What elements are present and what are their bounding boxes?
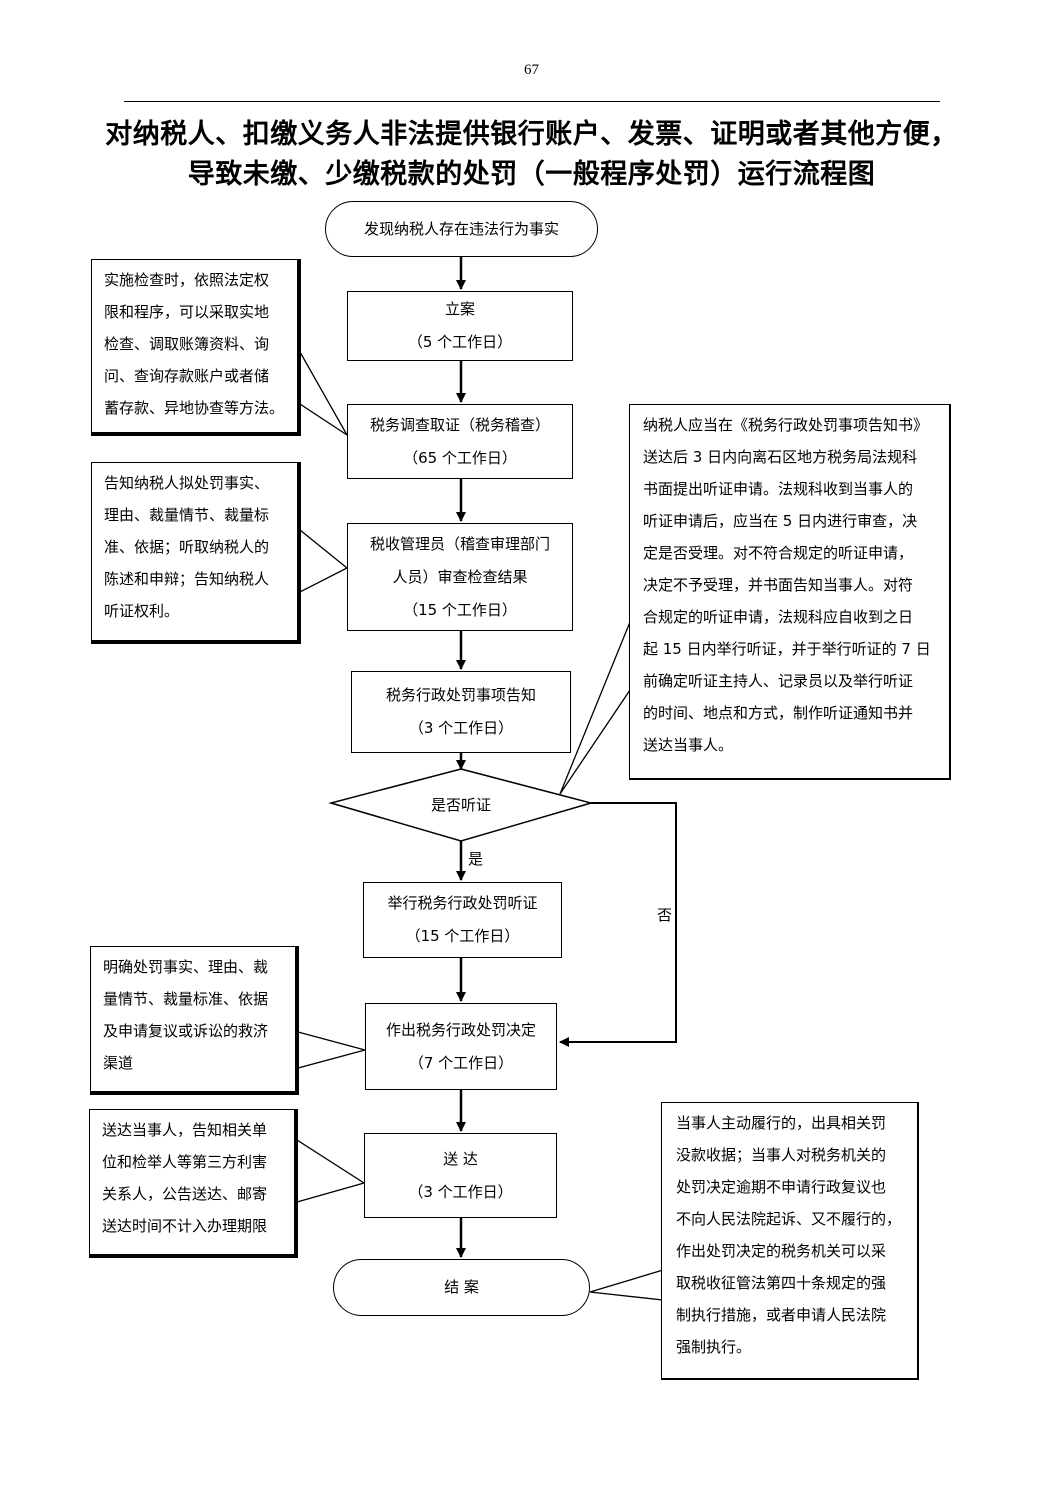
note-hearing-rule-line: 书面提出听证申请。法规科收到当事人的 <box>643 480 914 498</box>
note-enforcement-line: 作出处罚决定的税务机关可以采 <box>676 1242 887 1260</box>
end-label: 结 案 <box>444 1278 479 1296</box>
review-label-1: 税收管理员（稽查审理部门 <box>369 534 550 553</box>
note-hearing-rule: 纳税人应当在《税务行政处罚事项告知书》 送达后 3 日内向离石区地方税务局法规科… <box>629 404 951 780</box>
decision-time: （7 个工作日） <box>408 1053 514 1072</box>
note-hearing-rule-line: 前确定听证主持人、记录员以及举行听证 <box>643 672 914 690</box>
note-enforcement-line: 处罚决定逾期不申请行政复议也 <box>676 1178 887 1196</box>
investigation-box: 税务调查取证（税务稽查） （65 个工作日） <box>347 404 573 479</box>
hearing-box: 举行税务行政处罚听证 （15 个工作日） <box>363 882 562 958</box>
note-hearing-rule-line: 决定不予受理，并书面告知当事人。对符 <box>643 576 914 594</box>
note-decision-content: 明确处罚事实、理由、裁 量情节、裁量标准、依据 及申请复议或诉讼的救济 渠道 <box>90 946 299 1095</box>
start-terminal: 发现纳税人存在违法行为事实 <box>325 201 598 257</box>
callout-pointer-enforcement <box>589 1269 664 1301</box>
note-delivery: 送达当事人，告知相关单 位和检举人等第三方利害 关系人，公告送达、邮寄 送达时间… <box>89 1109 298 1258</box>
notice-box: 税务行政处罚事项告知 （3 个工作日） <box>351 671 571 753</box>
filing-label: 立案 <box>444 300 475 318</box>
note-enforcement-line: 强制执行。 <box>676 1338 752 1356</box>
note-enforcement-line: 没款收据；当事人对税务机关的 <box>676 1146 887 1164</box>
note-inform-line: 听证权利。 <box>104 602 180 620</box>
note-decision-content-line: 明确处罚事实、理由、裁 <box>103 958 269 976</box>
note-decision-content-line: 渠道 <box>103 1054 134 1072</box>
note-hearing-rule-line: 合规定的听证申请，法规科应自收到之日 <box>643 608 914 626</box>
note-inform-line: 告知纳税人拟处罚事实、 <box>104 474 270 492</box>
review-label-2: 人员）审查检查结果 <box>392 567 528 586</box>
filing-time: （5 个工作日） <box>407 333 513 351</box>
note-inspection-line: 问、查询存款账户或者储 <box>104 367 270 385</box>
note-delivery-line: 送达时间不计入办理期限 <box>102 1217 268 1235</box>
investigation-label: 税务调查取证（税务稽查） <box>369 415 550 434</box>
filing-box: 立案 （5 个工作日） <box>347 291 573 361</box>
note-decision-content-line: 量情节、裁量标准、依据 <box>103 990 269 1008</box>
note-inspection-line: 检查、调取账簿资料、询 <box>104 335 270 353</box>
note-hearing-rule-line: 起 15 日内举行听证，并于举行听证的 7 日 <box>643 640 931 658</box>
hearing-label: 举行税务行政处罚听证 <box>387 894 538 912</box>
review-time: （15 个工作日） <box>403 600 517 619</box>
decision-box-label: 作出税务行政处罚决定 <box>385 1020 536 1039</box>
no-label: 否 <box>657 906 673 924</box>
hearing-time: （15 个工作日） <box>405 927 520 945</box>
title-line-2: 导致未缴、少缴税款的处罚（一般程序处罚）运行流程图 <box>187 159 876 190</box>
callout-pointer-decision-content <box>297 1031 368 1069</box>
review-box: 税收管理员（稽查审理部门 人员）审查检查结果 （15 个工作日） <box>347 523 573 631</box>
note-inform: 告知纳税人拟处罚事实、 理由、裁量情节、裁量标 准、依据；听取纳税人的 陈述和申… <box>91 462 301 644</box>
note-delivery-line: 送达当事人，告知相关单 <box>102 1121 268 1139</box>
callout-pointer-inspection <box>299 349 348 436</box>
note-inform-line: 陈述和申辩；告知纳税人 <box>104 570 270 588</box>
note-enforcement: 当事人主动履行的，出具相关罚 没款收据；当事人对税务机关的 处罚决定逾期不申请行… <box>661 1102 919 1380</box>
callout-pointer-inform <box>299 528 349 594</box>
note-delivery-line: 位和检举人等第三方利害 <box>102 1153 268 1171</box>
delivery-box: 送 达 （3 个工作日） <box>364 1133 557 1218</box>
note-inform-line: 准、依据；听取纳税人的 <box>104 538 270 556</box>
note-hearing-rule-line: 听证申请后，应当在 5 日内进行审查，决 <box>643 512 918 530</box>
note-enforcement-line: 不向人民法院起诉、又不履行的， <box>676 1210 902 1228</box>
note-hearing-rule-line: 送达后 3 日内向离石区地方税务局法规科 <box>643 448 918 466</box>
end-terminal: 结 案 <box>333 1259 590 1316</box>
note-hearing-rule-line: 定是否受理。对不符合规定的听证申请， <box>643 544 914 562</box>
decision-diamond <box>328 768 594 842</box>
note-enforcement-line: 取税收征管法第四十条规定的强 <box>676 1274 887 1292</box>
title-line-1: 对纳税人、扣缴义务人非法提供银行账户、发票、证明或者其他方便， <box>105 119 958 150</box>
yes-label: 是 <box>468 850 484 868</box>
delivery-time: （3 个工作日） <box>408 1182 513 1201</box>
note-inform-line: 理由、裁量情节、裁量标 <box>104 506 270 524</box>
callout-pointer-delivery <box>296 1138 366 1203</box>
decision-label: 是否听证 <box>430 796 491 814</box>
note-enforcement-line: 制执行措施，或者申请人民法院 <box>676 1306 887 1324</box>
notice-label: 税务行政处罚事项告知 <box>385 686 536 704</box>
note-hearing-rule-line: 送达当事人。 <box>643 736 734 754</box>
note-hearing-rule-line: 的时间、地点和方式，制作听证通知书并 <box>643 704 914 722</box>
note-enforcement-line: 当事人主动履行的，出具相关罚 <box>676 1114 887 1132</box>
note-inspection-line: 限和程序，可以采取实地 <box>104 303 270 321</box>
note-inspection: 实施检查时，依照法定权 限和程序，可以采取实地 检查、调取账簿资料、询 问、查询… <box>91 259 301 436</box>
delivery-label: 送 达 <box>443 1149 478 1168</box>
decision-box: 作出税务行政处罚决定 （7 个工作日） <box>365 1003 557 1090</box>
note-decision-content-line: 及申请复议或诉讼的救济 <box>103 1022 269 1040</box>
arrow-no-branch <box>559 802 677 1047</box>
note-inspection-line: 实施检查时，依照法定权 <box>104 271 270 289</box>
start-label: 发现纳税人存在违法行为事实 <box>363 219 559 238</box>
investigation-time: （65 个工作日） <box>403 448 517 467</box>
page-number: 67 <box>524 62 539 78</box>
note-hearing-rule-line: 纳税人应当在《税务行政处罚事项告知书》 <box>643 416 929 434</box>
note-inspection-line: 蓄存款、异地协查等方法。 <box>104 399 285 417</box>
notice-time: （3 个工作日） <box>408 719 514 737</box>
header-rule <box>124 101 940 102</box>
note-delivery-line: 关系人，公告送达、邮寄 <box>102 1185 268 1203</box>
